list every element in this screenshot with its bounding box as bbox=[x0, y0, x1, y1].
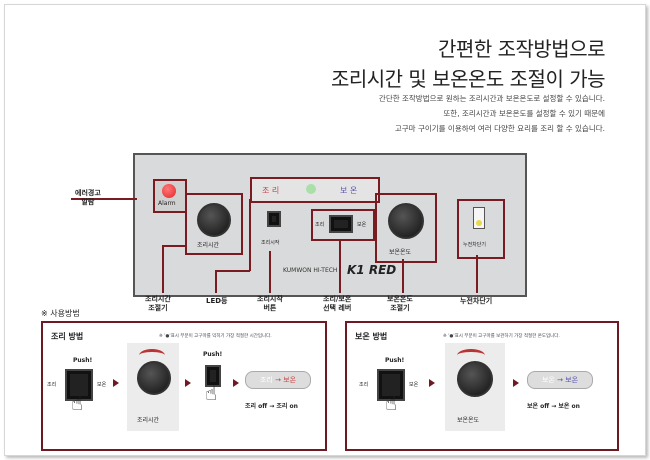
status-display: 조 리 보 온 bbox=[250, 177, 380, 203]
callout-line-led bbox=[215, 270, 217, 293]
alarm-lamp-icon bbox=[162, 184, 176, 198]
callout-line-warm bbox=[402, 259, 404, 293]
led-icon bbox=[306, 184, 316, 194]
alarm-label: Alarm bbox=[158, 200, 176, 207]
select-lever-box: 조리 보온 bbox=[311, 209, 375, 241]
breaker-indicator-icon bbox=[476, 220, 482, 226]
warm-dial-label: 보온온도 bbox=[457, 417, 480, 424]
warm-push-label: Push! bbox=[385, 357, 405, 364]
hand-icon: ☝ bbox=[205, 381, 218, 405]
pill-arrow-icon: → bbox=[275, 376, 281, 384]
callout-line-breaker bbox=[476, 255, 478, 293]
description-line-3: 고구마 구이기를 이용하여 여러 다양한 요리를 조리 할 수 있습니다. bbox=[394, 124, 605, 133]
cook-time-dial[interactable] bbox=[197, 203, 231, 237]
callout-warm-temp: 보온온도 조절기 bbox=[387, 295, 413, 312]
pill-left: 조리 bbox=[259, 376, 273, 384]
arrow-icon bbox=[513, 379, 519, 387]
page-frame: 간편한 조작방법으로 조리시간 및 보온온도 조절이 가능 간단한 조작방법으로… bbox=[4, 4, 646, 456]
hand-icon: ☝ bbox=[71, 391, 84, 415]
cook-push-label-1: Push! bbox=[73, 357, 93, 364]
rotate-arrow-icon bbox=[139, 349, 165, 362]
cook-start-illustration bbox=[205, 365, 221, 387]
pill-right: 보온 bbox=[283, 376, 297, 384]
pill-right: 보온 bbox=[565, 376, 579, 384]
rotate-arrow-icon bbox=[457, 349, 485, 362]
cook-start-area: 조리시작 bbox=[261, 211, 289, 251]
cook-method-title: 조리 방법 bbox=[51, 332, 84, 341]
cook-push-label-2: Push! bbox=[203, 351, 223, 358]
warm-switch-left: 조리 bbox=[359, 382, 369, 388]
cook-result: 조리 off → 조리 on bbox=[245, 403, 298, 410]
title-line-2: 조리시간 및 보온온도 조절이 가능 bbox=[330, 67, 606, 91]
arrow-icon bbox=[185, 379, 191, 387]
hand-icon: ☝ bbox=[385, 391, 398, 415]
usage-heading: ※ 사용방법 bbox=[41, 309, 80, 318]
warm-dial-illustration bbox=[457, 361, 493, 397]
callout-leak-breaker: 누전차단기 bbox=[460, 297, 493, 305]
display-warm-label: 보 온 bbox=[340, 186, 358, 195]
cook-display-pill: 조리 → 보온 bbox=[245, 371, 311, 389]
callout-select-lever: 조리/보온 선택 레버 bbox=[323, 295, 352, 312]
callout-line-led-v bbox=[249, 199, 251, 271]
callout-led: LED등 bbox=[206, 297, 228, 305]
switch-warm-label: 보온 bbox=[357, 222, 367, 228]
warm-temp-dial-label: 보온온도 bbox=[389, 249, 412, 256]
leak-breaker-label: 누전차단기 bbox=[463, 242, 487, 248]
warm-method-note: ※ '●'표시 부분이 고구마를 보관하기 가장 적절한 온도입니다. bbox=[443, 334, 560, 339]
cook-dial-panel: 조리시간 bbox=[127, 343, 179, 431]
callout-line-cook-time-h bbox=[162, 245, 187, 247]
select-lever-switch[interactable] bbox=[329, 215, 353, 233]
title-line-1: 간편한 조작방법으로 bbox=[438, 37, 605, 61]
cook-time-dial-box: 조리시간 bbox=[185, 193, 243, 255]
cook-dial-illustration bbox=[137, 361, 171, 395]
warm-switch-illustration bbox=[377, 369, 405, 401]
control-panel: Alarm 조리시간 조 리 보 온 조리시작 조리 보온 보온온도 bbox=[133, 153, 527, 297]
cook-start-label: 조리시작 bbox=[261, 240, 280, 246]
callout-cook-time-adjuster: 조리시간 조절기 bbox=[145, 295, 171, 312]
warm-method-section: 보온 방법 ※ '●'표시 부분이 고구마를 보관하기 가장 적절한 온도입니다… bbox=[345, 321, 619, 451]
pill-arrow-icon: → bbox=[557, 376, 563, 384]
warm-switch-right: 보온 bbox=[409, 382, 419, 388]
cook-switch-left: 조리 bbox=[47, 382, 57, 388]
alarm-box: Alarm bbox=[153, 179, 187, 213]
switch-cook-label: 조리 bbox=[315, 222, 325, 228]
callout-line-start bbox=[269, 251, 271, 293]
cook-dial-label: 조리시간 bbox=[137, 417, 160, 424]
arrow-icon bbox=[113, 379, 119, 387]
callout-line-cook-time bbox=[162, 245, 164, 293]
callout-cook-start: 조리시작 버튼 bbox=[257, 295, 283, 312]
warm-temp-dial[interactable] bbox=[388, 203, 424, 239]
cook-switch-right: 보온 bbox=[97, 382, 107, 388]
brand-logo: K1 RED bbox=[347, 263, 397, 277]
cook-switch-illustration bbox=[65, 369, 93, 401]
leak-breaker-box: 누전차단기 bbox=[457, 199, 505, 259]
callout-line-led-h bbox=[215, 270, 250, 272]
description-line-2: 또한, 조리시간과 보온온도를 설정할 수 있기 때문에 bbox=[443, 109, 605, 118]
brand-text: KUMWON HI-TECH bbox=[283, 267, 338, 274]
callout-line-lever bbox=[339, 239, 341, 293]
description-line-1: 간단한 조작방법으로 원하는 조리시간과 보온온도로 설정할 수 있습니다. bbox=[378, 94, 605, 103]
warm-temp-dial-box: 보온온도 bbox=[375, 193, 437, 263]
display-cook-label: 조 리 bbox=[262, 186, 280, 195]
warm-method-title: 보온 방법 bbox=[355, 332, 388, 341]
callout-line-alarm bbox=[71, 198, 137, 200]
cook-start-button[interactable] bbox=[267, 211, 281, 227]
warm-dial-panel: 보온온도 bbox=[445, 343, 505, 431]
leak-breaker-switch[interactable] bbox=[473, 207, 485, 229]
warm-result: 보온 off → 보온 on bbox=[527, 403, 580, 410]
warm-display-pill: 보온 → 보온 bbox=[527, 371, 593, 389]
arrow-icon bbox=[429, 379, 435, 387]
cook-time-dial-label: 조리시간 bbox=[197, 242, 220, 249]
cook-method-note: ※ '●'표시 부분이 고구마를 익히기 가장 적절한 시간입니다. bbox=[159, 334, 272, 339]
cook-method-section: 조리 방법 ※ '●'표시 부분이 고구마를 익히기 가장 적절한 시간입니다.… bbox=[41, 321, 327, 451]
arrow-icon bbox=[233, 379, 239, 387]
pill-left: 보온 bbox=[541, 376, 555, 384]
callout-error-alarm: 에러경고 알람 bbox=[75, 189, 101, 206]
